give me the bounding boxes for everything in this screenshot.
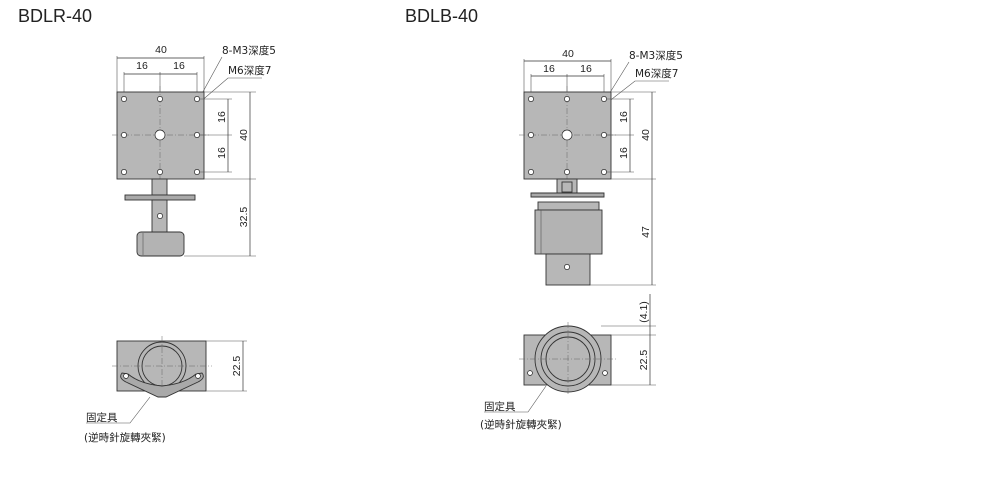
dim-depth-32-5: 32.5 bbox=[238, 207, 250, 228]
top-width-dimension-r bbox=[523, 59, 612, 92]
depth-dimension bbox=[184, 179, 256, 257]
note-center-hole: M6深度7 bbox=[228, 64, 271, 77]
clamp-leader bbox=[86, 396, 151, 424]
dim-width-40-r: 40 bbox=[562, 48, 574, 60]
clamp-lever bbox=[120, 372, 204, 398]
dim-v-pitch-16-a: 16 bbox=[216, 111, 228, 123]
note-center-hole-r: M6深度7 bbox=[635, 67, 678, 80]
clamp-description-r: (逆時針旋轉夾緊) bbox=[480, 418, 562, 431]
stage-stem bbox=[151, 178, 168, 196]
model-title-bdlb-40: BDLB-40 bbox=[405, 6, 478, 26]
dim-side-22-5-r: 22.5 bbox=[638, 350, 650, 371]
right-height-dimension-r bbox=[606, 91, 656, 180]
clamp-description: (逆時針旋轉夾緊) bbox=[84, 431, 166, 444]
side-height-dimension bbox=[206, 340, 247, 392]
model-title-bdlr-40: BDLR-40 bbox=[18, 6, 92, 26]
dim-v-pitch-16-b: 16 bbox=[216, 147, 228, 159]
dim-height-40-r: 40 bbox=[640, 129, 652, 141]
thimble-pin-r bbox=[564, 264, 570, 270]
micrometer-barrel-r bbox=[534, 209, 603, 255]
side-height-dimension-r bbox=[601, 294, 656, 386]
dim-height-40: 40 bbox=[238, 129, 250, 141]
dim-offset-4-1: (4.1) bbox=[638, 301, 650, 323]
bdlb-40-drawing: BDLB-40 40 16 16 8-M3深度5 M6深度7 bbox=[405, 6, 683, 431]
top-width-dimension bbox=[116, 56, 205, 92]
note-tapped-holes-r: 8-M3深度5 bbox=[629, 49, 683, 62]
adjust-knob bbox=[136, 231, 185, 257]
clamp-label-r: 固定具 bbox=[484, 400, 516, 413]
bdlr-40-drawing: BDLR-40 40 16 16 8-M3深度5 M6深度7 bbox=[18, 6, 276, 444]
dim-pitch-16-a-r: 16 bbox=[543, 63, 555, 75]
stage-top-plate bbox=[116, 91, 205, 180]
depth-dimension-r bbox=[590, 179, 656, 286]
clamp-leader-r bbox=[484, 385, 547, 413]
dim-side-22-5: 22.5 bbox=[231, 356, 243, 377]
dim-v-pitch-16-a-r: 16 bbox=[618, 111, 630, 123]
clamp-bar-r bbox=[530, 192, 605, 198]
stem-window-r bbox=[561, 181, 573, 193]
dim-pitch-16-b: 16 bbox=[173, 60, 185, 72]
dim-pitch-16-b-r: 16 bbox=[580, 63, 592, 75]
clamp-bar bbox=[124, 194, 196, 201]
mounting-holes bbox=[121, 96, 200, 175]
neck-pin-hole bbox=[157, 213, 163, 219]
note-tapped-holes: 8-M3深度5 bbox=[222, 44, 276, 57]
dim-depth-47: 47 bbox=[640, 226, 652, 238]
clamp-label: 固定具 bbox=[86, 411, 118, 424]
dim-width-40: 40 bbox=[155, 44, 167, 56]
barrel-collar-r bbox=[537, 201, 600, 211]
dim-pitch-16-a: 16 bbox=[136, 60, 148, 72]
dim-v-pitch-16-b-r: 16 bbox=[618, 147, 630, 159]
right-height-dimension bbox=[199, 91, 256, 180]
